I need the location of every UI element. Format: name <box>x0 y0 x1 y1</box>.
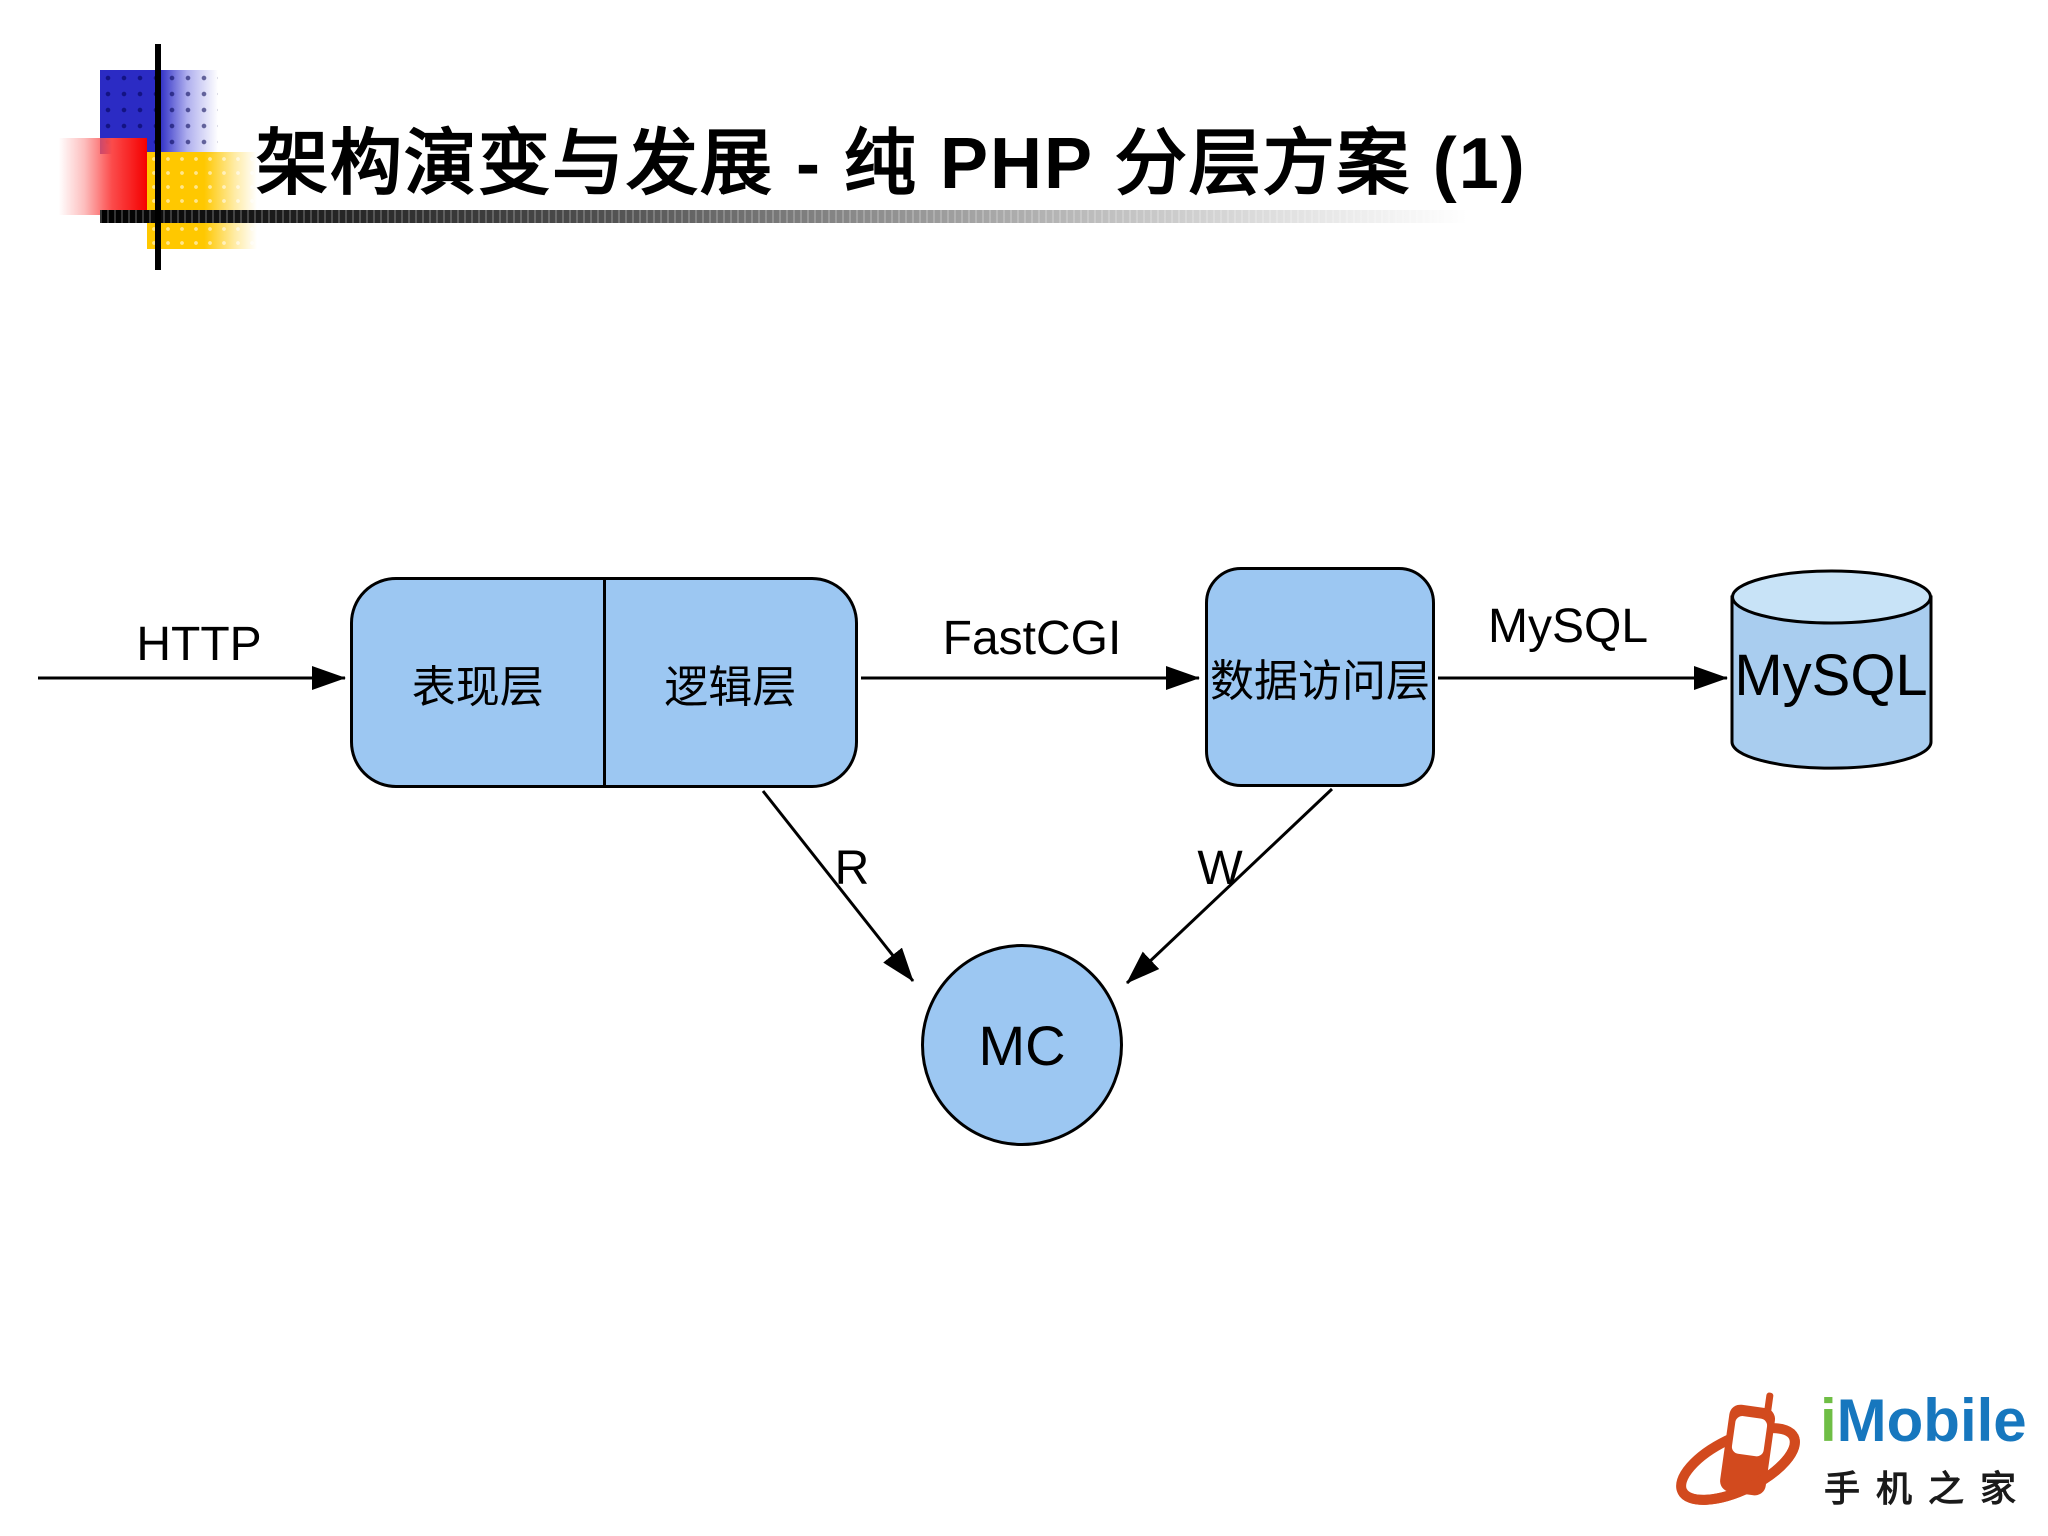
imobile-logo: iMobile 手机之家 <box>1672 1384 2048 1530</box>
phone-icon <box>1720 1392 1776 1496</box>
mysql-cylinder-top <box>1731 569 1932 625</box>
presentation-layer-label: 表现层 <box>411 662 544 712</box>
deco-vertical-line <box>155 44 161 270</box>
logo-brand-i: i <box>1820 1387 1837 1454</box>
mysql-db-label: MySQL <box>1734 642 1928 708</box>
mysql-protocol-edge-label: MySQL <box>1487 599 1649 653</box>
data-access-layer-box: 数据访问层 <box>1205 567 1435 787</box>
deco-red-square <box>55 138 147 215</box>
title-underline-bar <box>100 210 1495 223</box>
logo-tagline: 手机之家 <box>1824 1468 2033 1509</box>
logic-layer-label: 逻辑层 <box>664 662 797 712</box>
memcache-circle: MC <box>921 944 1123 1146</box>
write-edge-label: W <box>1197 841 1243 895</box>
logic-layer-cell: 逻辑层 <box>602 580 856 785</box>
logo-brand-mobile: Mobile <box>1836 1387 2027 1454</box>
fastcgi-edge-label: FastCGI <box>942 611 1122 665</box>
app-layers-box: 表现层 逻辑层 <box>350 577 858 788</box>
http-edge-label: HTTP <box>136 617 262 671</box>
data-access-layer-label: 数据访问层 <box>1210 657 1430 706</box>
logo-brand-text: iMobile <box>1820 1386 2027 1455</box>
deco-yellow-square <box>147 152 257 249</box>
page-title: 架构演变与发展 - 纯 PHP 分层方案 (1) <box>256 124 1527 204</box>
memcache-label: MC <box>978 1013 1066 1077</box>
presentation-layer-cell: 表现层 <box>353 580 603 785</box>
read-edge-label: R <box>834 841 870 895</box>
phone-swoosh-icon <box>1676 1392 1800 1505</box>
